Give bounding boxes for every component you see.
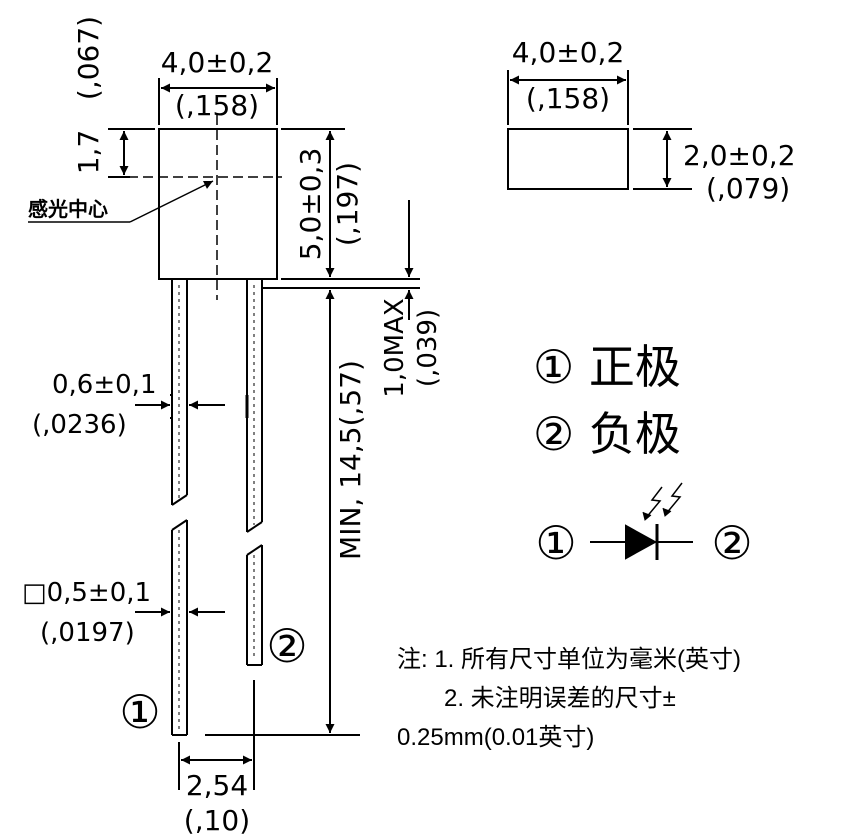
light-arrow-1 (644, 486, 663, 520)
diode-triangle (625, 524, 658, 560)
pitch-dim-inch-text: (,10) (184, 804, 250, 837)
front-view (28, 78, 420, 790)
lead-width-dim-inch-text: (,0236) (32, 410, 127, 440)
led-symbol (590, 482, 693, 560)
lead-square-dim-inch-text: (,0197) (40, 618, 135, 648)
pitch-dim-text: 2,54 (186, 769, 248, 802)
standoff-dim-inch-text: (,039) (413, 309, 443, 387)
body-height-dim-text: 5,0±0,3 (294, 148, 327, 261)
note-line-3: 0.25mm(0.01英寸) (397, 724, 594, 751)
component-body (158, 128, 278, 280)
side-height-dim-inch-text: (,079) (706, 172, 790, 205)
symbol-pin2: ② (711, 516, 752, 570)
light-arrow-2 (664, 482, 683, 516)
width-dim-inch-text: (,158) (175, 89, 259, 122)
side-width-dim-text: 4,0±0,2 (512, 36, 625, 69)
top-offset-dim-inch-text: (,067) (72, 16, 105, 100)
lead-length-dim-text: MIN, 14,5(,57) (334, 360, 367, 560)
symbol-pin1: ① (535, 516, 576, 570)
lead-left (170, 279, 188, 736)
lead-right (245, 279, 263, 666)
lead-square-dim-text: □0,5±0,1 (22, 578, 151, 608)
top-offset-dim-text: 1,7 (72, 130, 105, 175)
width-dim-text: 4,0±0,2 (161, 46, 274, 79)
side-height-dim-text: 2,0±0,2 (683, 139, 796, 172)
side-width-dim-inch-text: (,158) (526, 82, 610, 115)
pin2-label: ② (266, 619, 307, 673)
side-view-body (507, 128, 629, 190)
side-view (507, 70, 692, 190)
note-line-2: 2. 未注明误差的尺寸± (444, 685, 676, 712)
sensor-center-label: 感光中心 (28, 197, 108, 221)
standoff-dim-text: 1,0MAX (380, 298, 410, 397)
body-height-dim-inch-text: (,197) (331, 162, 364, 246)
legend-pin1: ① 正极 (533, 340, 681, 394)
legend-pin2: ② 负极 (533, 407, 681, 461)
lead-width-dim-text: 0,6±0,1 (52, 370, 156, 400)
note-line-1: 注: 1. 所有尺寸单位为毫米(英寸) (397, 646, 741, 673)
pin1-label: ① (119, 685, 160, 739)
